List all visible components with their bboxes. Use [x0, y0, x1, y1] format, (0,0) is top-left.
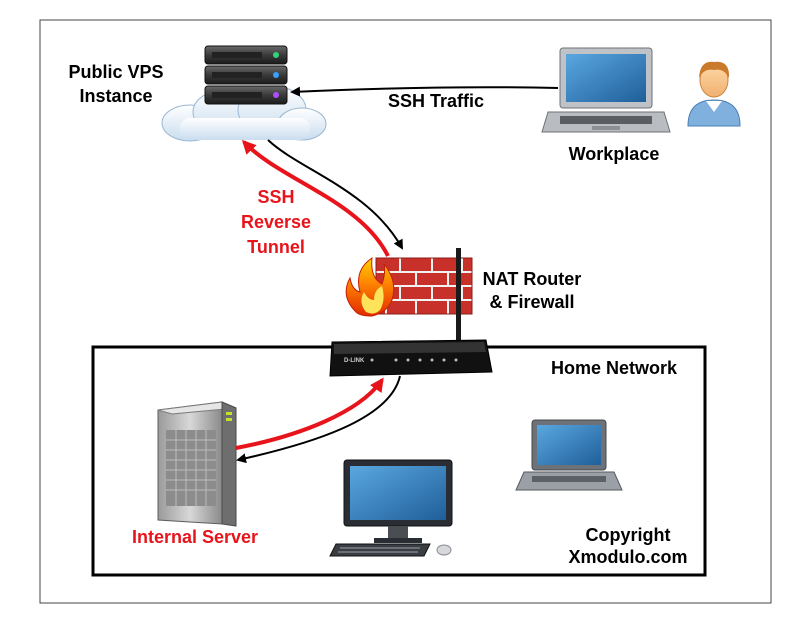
laptop-icon: [541, 47, 671, 133]
ssh-traffic-arrow: [290, 86, 559, 97]
server-to-router-tunnel: [235, 377, 384, 450]
vps-to-firewall-line: [267, 139, 403, 250]
desktop-icon: [329, 459, 453, 557]
home-network-label: Home Network: [551, 358, 678, 378]
user-icon: [687, 61, 741, 127]
tunnel-label-line3: Tunnel: [247, 237, 305, 257]
workplace-label: Workplace: [569, 144, 660, 164]
internal-server-label: Internal Server: [132, 527, 258, 547]
vps-label-line2: Instance: [79, 86, 152, 106]
vps-label-line1: Public VPS: [68, 62, 163, 82]
reverse-tunnel-arrow: [241, 139, 390, 257]
router-brand: D-LINK: [344, 358, 365, 364]
ssh-traffic-label: SSH Traffic: [388, 91, 484, 111]
server-tower-icon: [157, 401, 237, 527]
tunnel-label-line2: Reverse: [241, 212, 311, 232]
fire-icon: [345, 256, 395, 317]
outer-frame: [39, 19, 772, 604]
tunnel-label-line1: SSH: [257, 187, 294, 207]
copyright-line1: Copyright: [586, 525, 671, 545]
router-label-line2: & Firewall: [489, 292, 574, 312]
server-rack-icon: [204, 45, 288, 105]
router-to-server-line: [236, 375, 401, 464]
router-label-line1: NAT Router: [483, 269, 582, 289]
router-icon: D-LINK: [329, 248, 493, 377]
copyright-line2: Xmodulo.com: [568, 547, 687, 567]
home-laptop-icon: [515, 419, 623, 491]
